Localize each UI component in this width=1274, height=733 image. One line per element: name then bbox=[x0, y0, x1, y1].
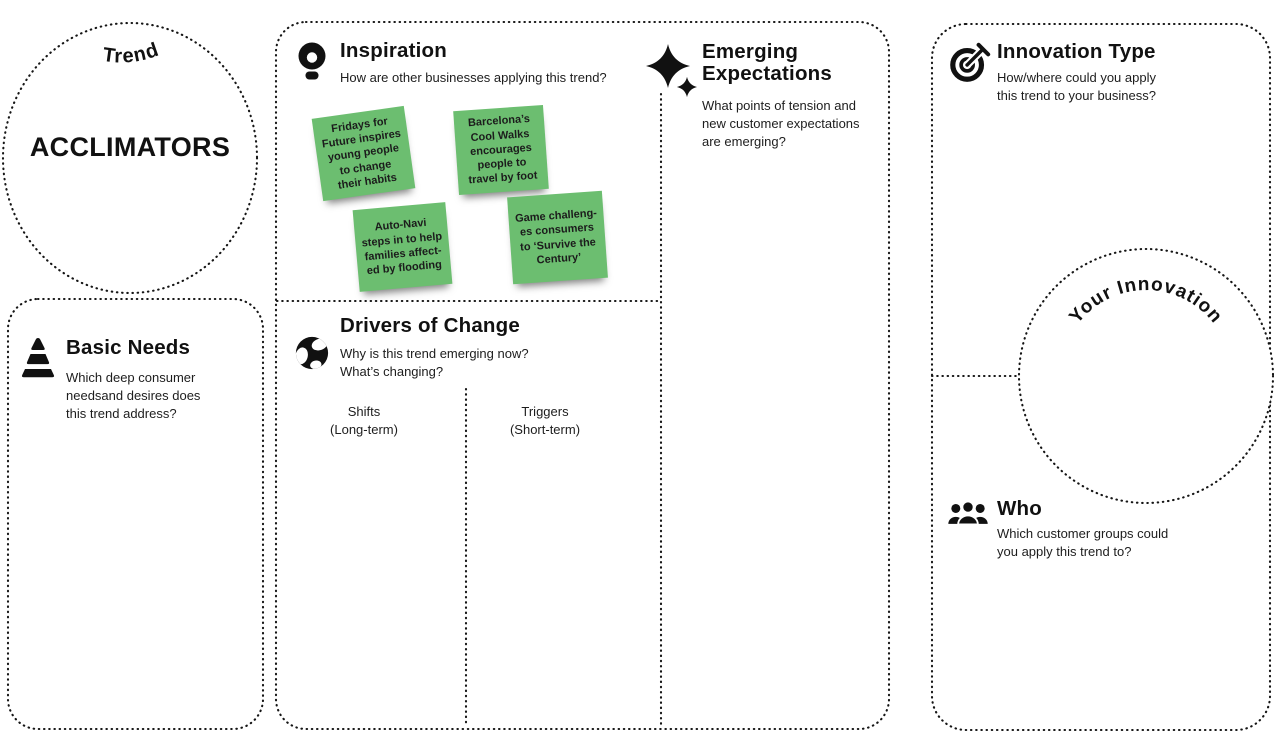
sticky-note[interactable]: Barcelona’s Cool Walks encourages people… bbox=[453, 104, 549, 196]
drivers-of-change-subtitle: Why is this trend emerging now? What’s c… bbox=[340, 346, 529, 379]
trend-circle bbox=[1, 21, 259, 295]
sticky-note[interactable]: Auto-Navi steps in to help families affe… bbox=[352, 202, 453, 292]
pyramid-icon bbox=[18, 336, 58, 385]
inspiration-title: Inspiration bbox=[340, 39, 447, 62]
your-innovation-circle bbox=[1017, 247, 1274, 505]
who-title: Who bbox=[997, 497, 1042, 520]
basic-needs-panel-border bbox=[6, 297, 265, 731]
shifts-column-label: Shifts (Long-term) bbox=[330, 404, 398, 437]
sticky-note[interactable]: Fridays for Future inspires young people… bbox=[311, 105, 416, 202]
people-group-icon bbox=[946, 500, 990, 535]
trend-name: ACCLIMATORS bbox=[29, 132, 231, 162]
sticky-note[interactable]: Game challeng- es consumers to ‘Survive … bbox=[507, 190, 608, 285]
sparkles-icon bbox=[645, 41, 698, 102]
drivers-of-change-title: Drivers of Change bbox=[340, 314, 520, 337]
inspiration-subtitle: How are other businesses applying this t… bbox=[340, 70, 607, 85]
who-subtitle: Which customer groups could you apply th… bbox=[997, 526, 1169, 559]
emerging-expectations-subtitle: What points of tension and new customer … bbox=[702, 98, 860, 149]
triggers-column-label: Triggers (Short-term) bbox=[509, 404, 581, 437]
emerging-expectations-title: Emerging Expectations bbox=[702, 40, 832, 86]
basic-needs-title: Basic Needs bbox=[66, 336, 191, 359]
middle-panel-border bbox=[274, 20, 891, 731]
lightbulb-icon bbox=[295, 40, 329, 89]
target-arrow-icon bbox=[948, 42, 992, 89]
globe-icon bbox=[294, 334, 330, 377]
right-panel-border bbox=[930, 22, 1272, 732]
basic-needs-subtitle: Which deep consumer needsand desires doe… bbox=[66, 370, 201, 421]
innovation-type-subtitle: How/where could you apply this trend to … bbox=[997, 70, 1156, 103]
innovation-type-title: Innovation Type bbox=[997, 40, 1156, 63]
